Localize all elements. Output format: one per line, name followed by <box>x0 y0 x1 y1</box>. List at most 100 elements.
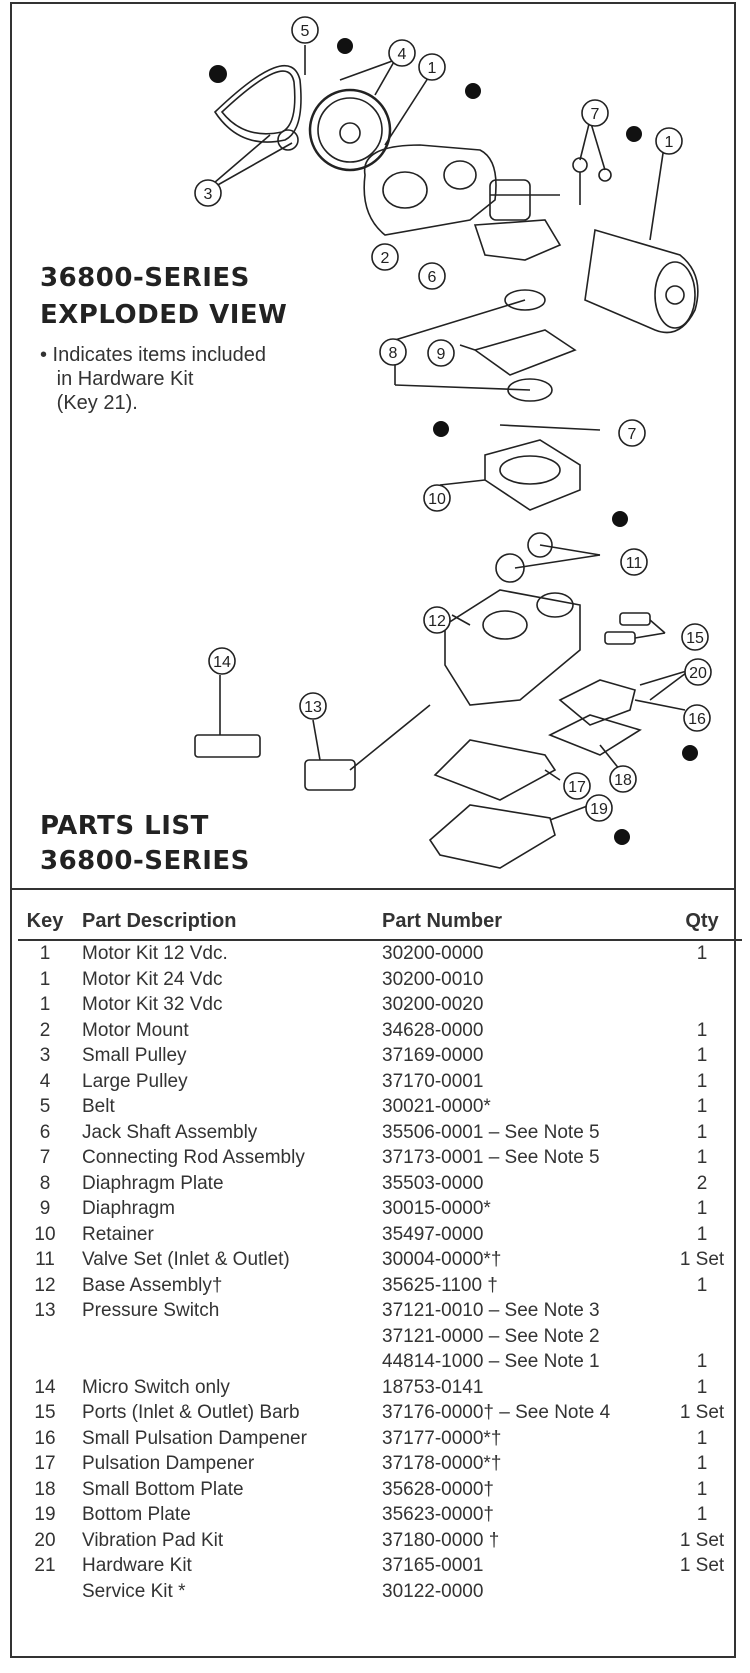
svg-text:1: 1 <box>665 134 674 151</box>
row-qty: 1 <box>696 1453 708 1474</box>
table-row: 3 Small Pulley 37169-0000 1 <box>18 1043 742 1069</box>
svg-text:11: 11 <box>626 555 643 572</box>
header-key: Key <box>18 910 72 941</box>
table-row: 37121-0000 – See Note 2 <box>18 1324 742 1350</box>
motor-mount-part <box>363 144 497 236</box>
bottom-plate-part <box>428 804 556 869</box>
callout-8: 8 <box>379 338 407 366</box>
callout-14: 14 <box>208 647 236 675</box>
row-qty: 1 <box>696 1351 708 1372</box>
row-description: Motor Mount <box>82 1019 189 1041</box>
ports-part <box>619 612 651 626</box>
callout-7b: 7 <box>618 419 646 447</box>
row-description: Bottom Plate <box>82 1504 191 1525</box>
svg-text:18: 18 <box>614 772 632 789</box>
row-description: Diaphragm Plate <box>82 1172 224 1194</box>
row-description: Valve Set (Inlet & Outlet) <box>82 1249 290 1270</box>
row-part-number: 18753-0141 <box>382 1376 484 1398</box>
row-qty: 1 <box>696 1045 708 1066</box>
callout-13: 13 <box>299 692 327 720</box>
callout-19: 19 <box>585 794 613 822</box>
belt-part <box>213 64 302 143</box>
row-description: Small Pulley <box>82 1045 187 1066</box>
row-key: 2 <box>39 1019 51 1041</box>
note-line-1: • Indicates items included <box>40 344 267 366</box>
parts-list-title-line1: PARTS LIST <box>40 811 209 841</box>
row-qty: 1 <box>696 1504 708 1525</box>
row-key: 4 <box>39 1070 51 1092</box>
row-description: Service Kit * <box>82 1580 186 1602</box>
row-part-number: 30200-0010 <box>382 968 484 990</box>
row-part-number: 30122-0000 <box>382 1580 484 1602</box>
svg-text:7: 7 <box>628 426 637 443</box>
row-part-number: 37180-0000 † <box>382 1529 500 1551</box>
row-key: 12 <box>34 1274 56 1296</box>
row-description <box>72 1349 382 1375</box>
row-part-number: 30021-0000* <box>382 1096 491 1117</box>
callout-6: 6 <box>418 262 446 290</box>
svg-text:19: 19 <box>590 801 608 818</box>
callout-17: 17 <box>563 772 591 800</box>
row-qty: 1 <box>696 1274 708 1296</box>
row-description: Motor Kit 32 Vdc <box>82 994 223 1015</box>
row-key: 17 <box>34 1453 56 1474</box>
row-description: Small Pulsation Dampener <box>82 1427 307 1449</box>
row-part-number: 35497-0000 <box>382 1223 484 1245</box>
row-description: Jack Shaft Assembly <box>82 1121 258 1143</box>
row-key: 19 <box>34 1504 56 1525</box>
row-description: Pulsation Dampener <box>82 1453 255 1474</box>
row-qty: 1 <box>696 1376 708 1398</box>
row-key: 1 <box>39 968 51 990</box>
row-key: 7 <box>39 1147 51 1168</box>
valve-set-part <box>527 532 553 558</box>
row-description: Ports (Inlet & Outlet) Barb <box>82 1402 300 1423</box>
row-description: Small Bottom Plate <box>82 1478 244 1500</box>
hardware-kit-note: • Indicates items included in Hardware K… <box>40 343 266 415</box>
row-key: 16 <box>34 1427 56 1449</box>
row-key <box>18 1579 72 1605</box>
callout-5: 5 <box>291 16 319 44</box>
row-description: Pressure Switch <box>82 1300 220 1321</box>
row-part-number: 37176-0000† – See Note 4 <box>382 1402 611 1423</box>
svg-text:8: 8 <box>389 345 398 362</box>
callout-16: 16 <box>683 704 711 732</box>
row-key: 3 <box>39 1045 51 1066</box>
row-part-number: 30004-0000*† <box>382 1249 502 1270</box>
row-key: 8 <box>39 1172 51 1194</box>
document-frame <box>10 2 736 1658</box>
parts-table-header: Key Part Description Part Number Qty <box>18 910 742 941</box>
row-part-number: 35506-0001 – See Note 5 <box>382 1121 600 1143</box>
row-description: Vibration Pad Kit <box>82 1529 224 1551</box>
callout-9: 9 <box>427 339 455 367</box>
row-part-number: 35503-0000 <box>382 1172 484 1194</box>
svg-text:6: 6 <box>428 269 437 286</box>
row-part-number: 37121-0000 – See Note 2 <box>382 1325 600 1347</box>
row-part-number: 37169-0000 <box>382 1045 484 1066</box>
base-assembly-part <box>444 589 581 706</box>
svg-text:2: 2 <box>381 250 390 267</box>
row-part-number: 37173-0001 – See Note 5 <box>382 1147 600 1168</box>
callout-12: 12 <box>423 606 451 634</box>
header-qty: Qty <box>662 910 742 941</box>
row-qty: 1 <box>696 1223 708 1245</box>
row-qty <box>662 1579 742 1605</box>
note-line-2: in Hardware Kit <box>40 368 194 390</box>
row-description: Hardware Kit <box>82 1555 192 1576</box>
callout-7a: 7 <box>581 99 609 127</box>
callout-2: 2 <box>371 243 399 271</box>
row-qty: 1 Set <box>679 1402 725 1423</box>
jack-shaft-part <box>473 219 562 261</box>
row-key: 5 <box>39 1096 51 1117</box>
row-qty: 1 <box>696 1019 708 1041</box>
row-key: 9 <box>39 1198 51 1219</box>
